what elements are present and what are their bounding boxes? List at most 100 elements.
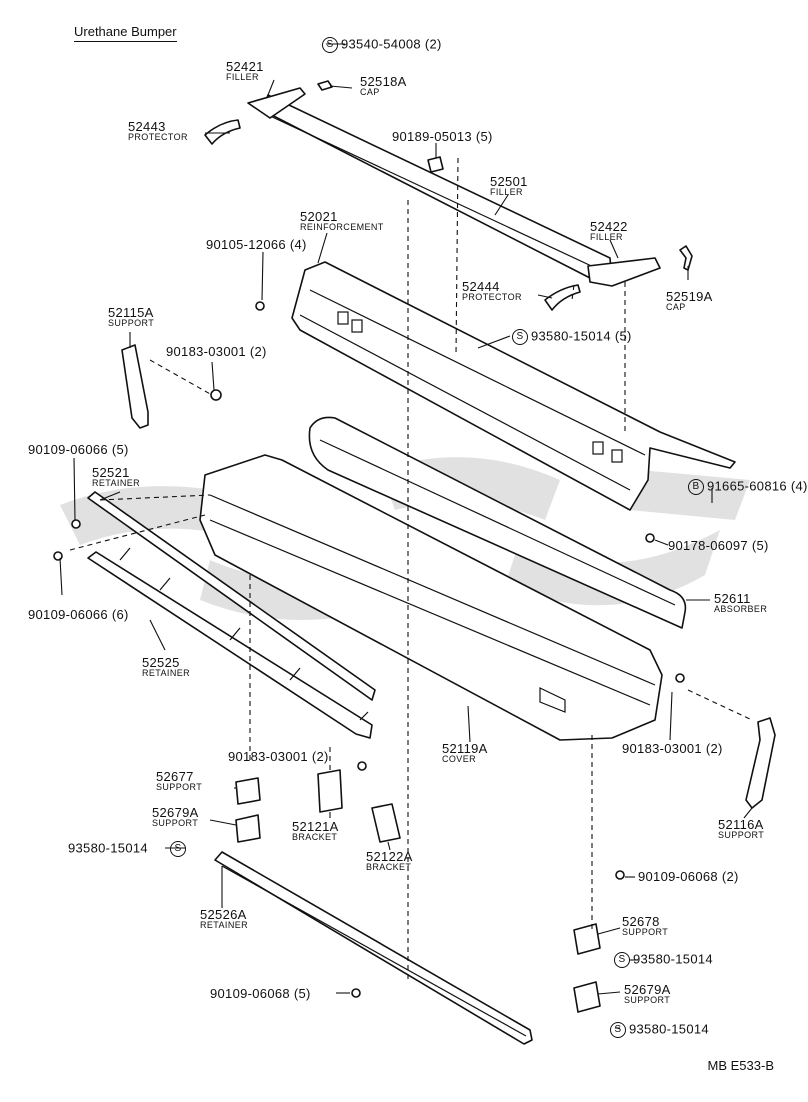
part-number: 52525 <box>142 656 190 669</box>
part-number: 90189-05013 (5) <box>392 130 493 143</box>
part-name: PROTECTOR <box>128 132 188 142</box>
support-52116a <box>745 717 776 809</box>
part-number: 52521 <box>92 466 140 479</box>
part-label-90105: 90105-12066 (4) <box>206 238 307 251</box>
leader-lines <box>59 43 753 1029</box>
retainer-52525 <box>87 551 373 739</box>
part-number: 90109-06068 (5) <box>210 987 311 1000</box>
part-name: SUPPORT <box>622 927 669 937</box>
part-number: 90109-06066 (6) <box>28 608 129 621</box>
part-number-text: 52421 <box>226 59 264 74</box>
part-name: FILLER <box>590 232 623 242</box>
circle-b-marker: B <box>688 479 704 495</box>
assembly-dashed-lines <box>69 157 753 980</box>
part-number: 52518A <box>360 75 407 88</box>
part-number: 52115A <box>108 306 154 319</box>
part-number-text: 90183-03001 (2) <box>622 741 723 756</box>
part-label-90109c: 90109-06068 (2) <box>638 870 739 883</box>
part-number: 52611 <box>714 592 767 605</box>
part-label-90109b: 90109-06066 (6) <box>28 608 129 621</box>
part-number-text: 52443 <box>128 119 166 134</box>
part-number: 52526A <box>200 908 248 921</box>
part-label-90178: 90178-06097 (5) <box>668 539 769 552</box>
part-number-text: 90109-06068 (5) <box>210 986 311 1001</box>
part-number: 52679A <box>624 983 671 996</box>
circle-s-marker: S <box>614 952 630 968</box>
part-number: 90109-06066 (5) <box>28 443 129 456</box>
part-label-90183c: 90183-03001 (2) <box>622 742 723 755</box>
part-name: FILLER <box>226 72 259 82</box>
part-name: SUPPORT <box>152 818 199 828</box>
part-number-text: 90189-05013 (5) <box>392 129 493 144</box>
part-label-90183a: 90183-03001 (2) <box>166 345 267 358</box>
part-name: SUPPORT <box>718 830 765 840</box>
part-number-text: 52525 <box>142 655 180 670</box>
part-name: SUPPORT <box>156 782 203 792</box>
part-number: 52021 <box>300 210 384 223</box>
bracket-52122a <box>371 803 401 843</box>
cap-52519a <box>679 245 693 271</box>
part-number-text: 90183-03001 (2) <box>228 749 329 764</box>
part-number-text: 91665-60816 (4) <box>707 478 808 494</box>
part-number: 52422 <box>590 220 628 233</box>
support-52679a-right <box>573 981 601 1013</box>
part-number: 90183-03001 (2) <box>622 742 723 755</box>
part-number-text: 52122A <box>366 849 413 864</box>
part-number: 52122A <box>366 850 413 863</box>
part-label-90183b: 90183-03001 (2) <box>228 750 329 763</box>
cover-52119a <box>199 454 663 741</box>
part-name: BRACKET <box>366 862 412 872</box>
part-number: 52678 <box>622 915 668 928</box>
support-52679a <box>235 814 261 843</box>
bolt-markers <box>53 301 685 998</box>
part-number: 52443 <box>128 120 188 133</box>
part-number-text: 52679A <box>152 805 199 820</box>
part-number-text: 52116A <box>718 817 764 832</box>
part-number-text: 90109-06068 (2) <box>638 869 739 884</box>
part-number-text: 52518A <box>360 74 407 89</box>
clip-90189 <box>427 156 444 173</box>
part-name: PROTECTOR <box>462 292 522 302</box>
part-number: 52119A <box>442 742 488 755</box>
part-number-text: 52115A <box>108 305 154 320</box>
part-number-text: 90183-03001 (2) <box>166 344 267 359</box>
part-name: RETAINER <box>142 668 191 678</box>
part-number-text: 52021 <box>300 209 338 224</box>
part-number-text: 52521 <box>92 465 130 480</box>
part-name: SUPPORT <box>624 995 671 1005</box>
part-number: 52444 <box>462 280 522 293</box>
part-number-text: 52611 <box>714 591 751 606</box>
part-number: 52501 <box>490 175 528 188</box>
bracket-52121a <box>317 769 343 813</box>
part-number-text: 93580-15014 <box>629 1021 709 1037</box>
protector-52443 <box>204 119 241 145</box>
part-number-text: 52679A <box>624 982 671 997</box>
part-name: COVER <box>442 754 477 764</box>
part-number-text: 93540-54008 (2) <box>341 36 442 52</box>
part-number: 90109-06068 (2) <box>638 870 739 883</box>
part-number: 52121A <box>292 820 339 833</box>
part-number: 52519A <box>666 290 713 303</box>
part-number-text: 52678 <box>622 914 660 929</box>
